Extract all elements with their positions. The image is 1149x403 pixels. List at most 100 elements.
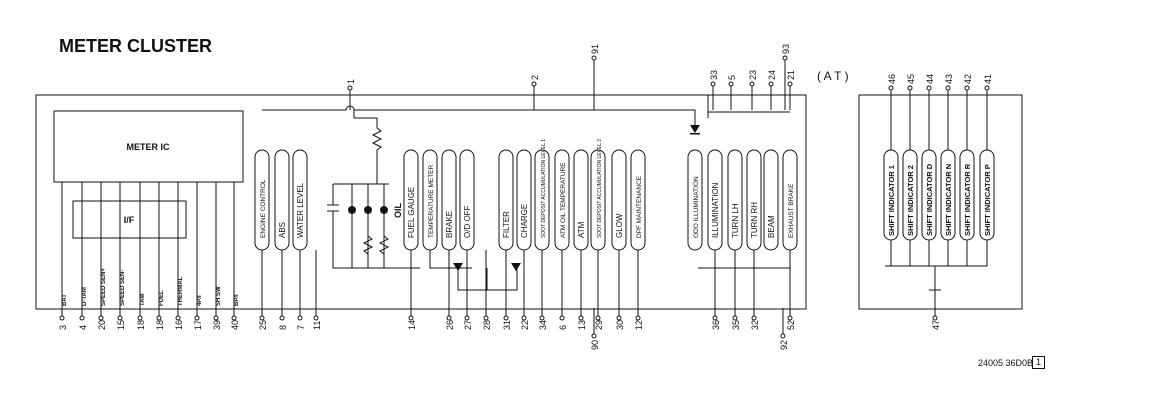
pin-number-22: 22 [520, 320, 530, 330]
pin-number-35: 35 [731, 320, 741, 330]
indicator-label: WATER LEVEL [296, 182, 305, 238]
pin-number-2: 2 [530, 75, 540, 80]
pin-number-32: 32 [750, 320, 760, 330]
pin-terminal [521, 315, 527, 321]
pin-terminal [531, 81, 537, 87]
indicator-capsule [727, 149, 743, 251]
pin-number-21: 21 [786, 70, 796, 80]
diode-odo [690, 125, 700, 133]
pin-number-14: 14 [407, 320, 417, 330]
pin-terminal [503, 315, 509, 321]
pin-number-28: 28 [482, 320, 492, 330]
pin-number-23: 23 [748, 70, 758, 80]
indicator-capsule [554, 149, 570, 251]
indicator-label: TURN LH [731, 203, 740, 238]
pin-terminal [231, 315, 237, 321]
pin-terminal [782, 55, 788, 61]
indicator-capsule [441, 149, 457, 251]
pin-terminal [446, 315, 452, 321]
illumination-bus-stub [707, 95, 790, 118]
pin-terminal [591, 333, 597, 339]
indicator-capsule [422, 149, 438, 251]
if-block [72, 200, 187, 239]
indicator-capsule [498, 149, 514, 251]
supply-bus [262, 105, 696, 125]
lamp-icon [348, 206, 356, 214]
indicator-capsule [403, 149, 419, 251]
oil-label: OIL [393, 202, 403, 218]
pin-function-label: D-TAM [82, 287, 88, 306]
indicator-capsule [630, 149, 646, 251]
pin-number-5: 5 [727, 75, 737, 80]
pin-terminal [712, 315, 718, 321]
pin-terminal [780, 333, 786, 339]
pin-number-34: 34 [538, 320, 548, 330]
meter-ic-label: METER IC [126, 142, 170, 152]
diagram-title: METER CLUSTER [59, 36, 212, 56]
pin-number-7: 7 [296, 325, 306, 330]
meter-ic-block [53, 110, 244, 183]
indicator-label: CHARGE [520, 204, 529, 238]
pin-number-3: 3 [58, 325, 68, 330]
indicator-label: SOOT DEPOSIT ACCUMULATION LEVEL 2 [597, 139, 603, 238]
pin-number-18: 18 [136, 320, 146, 330]
pin-number-44: 44 [925, 74, 935, 84]
indicator-label: ODO ILLUMINATION [693, 176, 700, 238]
indicator-label: BEAM [767, 215, 776, 238]
lamp-icon [364, 206, 372, 214]
pin-terminal [259, 315, 265, 321]
pin-function-label: SPEED SEN- [120, 270, 126, 306]
indicator-capsule [459, 149, 475, 251]
pin-terminal [539, 315, 545, 321]
pin-terminal [768, 81, 774, 87]
indicator-label: BRAKE [445, 211, 454, 238]
pin-number-39: 39 [212, 320, 222, 330]
pin-terminal [787, 315, 793, 321]
pin-function-label: SPEED SEN+ [101, 268, 107, 306]
shift-indicator-label: SHIFT INDICATOR P [983, 164, 992, 236]
pin-function-label: THERMAL [178, 276, 184, 306]
pin-terminal [595, 315, 601, 321]
pin-number-26: 26 [445, 320, 455, 330]
pin-terminal [297, 315, 303, 321]
pin-number-6: 6 [558, 325, 568, 330]
pin-terminal [194, 315, 200, 321]
pin-terminal [926, 85, 932, 91]
pin-function-label: 4P/I [197, 295, 203, 306]
pin-terminal [749, 81, 755, 87]
pin-number-13: 13 [577, 320, 587, 330]
pin-terminal [888, 85, 894, 91]
pin-number-11: 11 [312, 321, 322, 330]
indicator-label: ATM [577, 221, 586, 238]
pin-number-36: 36 [711, 320, 721, 330]
lamp-icon [380, 206, 388, 214]
indicator-capsule [611, 149, 627, 251]
resistors-r2-r3 [362, 235, 390, 255]
pin-terminal [483, 315, 489, 321]
pin-terminal [559, 315, 565, 321]
pin-number-15: 15 [116, 320, 126, 330]
pin-terminal [464, 315, 470, 321]
shift-indicator-label: SHIFT INDICATOR N [944, 164, 953, 236]
indicator-label: SOOT DEPOSIT ACCUMULATION LEVEL 1 [541, 139, 547, 238]
pin-terminal [984, 85, 990, 91]
pin-terminal [728, 81, 734, 87]
pin-number-42: 42 [963, 74, 973, 84]
pin-terminal [710, 81, 716, 87]
pin-terminal [907, 85, 913, 91]
indicator-label: DPF MAINTENANCE [636, 175, 643, 238]
at-label: ( A T ) [817, 69, 849, 83]
pin-number-25: 25 [258, 320, 268, 330]
pin-terminal [156, 315, 162, 321]
pin-terminal [137, 315, 143, 321]
indicator-capsule [274, 149, 290, 251]
pin-number-1: 1 [346, 79, 356, 84]
pin-number-90: 90 [590, 340, 600, 350]
pin-number-92: 92 [779, 340, 789, 350]
pin-function-label: BAT [62, 294, 68, 306]
capacitor-network [327, 183, 420, 269]
pin-terminal [175, 315, 181, 321]
pin-number-45: 45 [906, 74, 916, 84]
diode-net [429, 250, 518, 291]
